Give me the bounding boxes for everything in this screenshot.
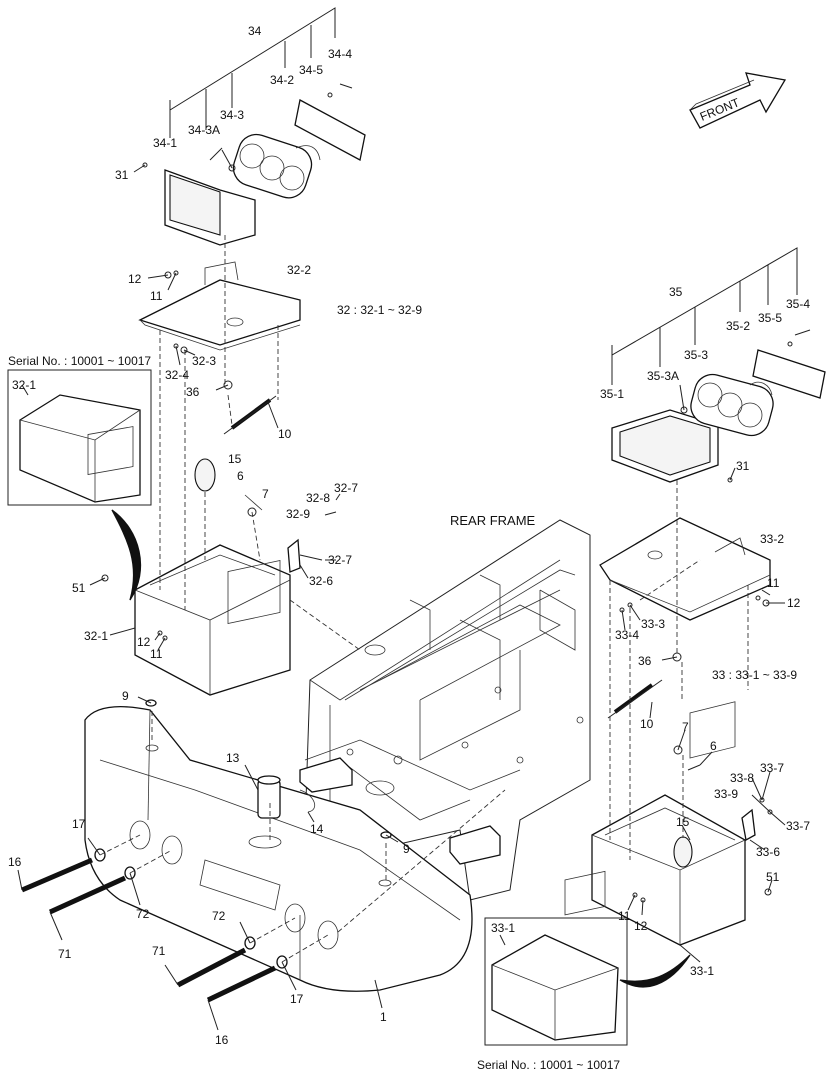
callout-35-3a: 35-3A bbox=[647, 369, 679, 383]
callout-10-left: 10 bbox=[278, 427, 292, 441]
callout-72-upper: 72 bbox=[136, 907, 150, 921]
callout-12-lower-right: 12 bbox=[634, 919, 648, 933]
callout-34-2: 34-2 bbox=[270, 73, 294, 87]
callout-36-right: 36 bbox=[638, 654, 652, 668]
callout-15-right: 15 bbox=[676, 815, 690, 829]
callout-6-right: 6 bbox=[710, 739, 717, 753]
callout-34-4: 34-4 bbox=[328, 47, 352, 61]
callout-32-4: 32-4 bbox=[165, 368, 189, 382]
callout-35: 35 bbox=[669, 285, 683, 299]
callout-7-right: 7 bbox=[682, 720, 689, 734]
leader-lines bbox=[17, 7, 798, 1031]
callout-17-upper: 17 bbox=[72, 817, 86, 831]
callout-71-lower: 71 bbox=[152, 944, 166, 958]
callout-33-7-lower: 33-7 bbox=[786, 819, 810, 833]
callout-11-upper-right: 11 bbox=[767, 576, 780, 590]
callout-11-upper-left: 11 bbox=[150, 289, 163, 303]
callout-31-right: 31 bbox=[736, 459, 750, 473]
callout-34-1: 34-1 bbox=[153, 136, 177, 150]
callout-35-2: 35-2 bbox=[726, 319, 750, 333]
bracket-32-2 bbox=[138, 261, 301, 390]
callout-36-left: 36 bbox=[186, 385, 200, 399]
callout-35-4: 35-4 bbox=[786, 297, 810, 311]
note-32-range: 32 : 32-1 ~ 32-9 bbox=[337, 303, 422, 317]
serial-label-left: Serial No. : 10001 ~ 10017 bbox=[8, 354, 151, 368]
callouts: 34 34-4 34-5 34-2 34-3 34-3A 34-1 31 12 … bbox=[8, 24, 810, 1047]
callout-32-7-upper: 32-7 bbox=[334, 481, 358, 495]
callout-33-4: 33-4 bbox=[615, 628, 639, 642]
callout-33-9: 33-9 bbox=[714, 787, 738, 801]
serial-inset-right: Serial No. : 10001 ~ 10017 bbox=[477, 870, 691, 1072]
callout-34-3a: 34-3A bbox=[188, 123, 220, 137]
callout-33-1-inset: 33-1 bbox=[491, 921, 515, 935]
callout-1: 1 bbox=[380, 1010, 387, 1024]
callout-32-1: 32-1 bbox=[84, 629, 108, 643]
callout-33-1: 33-1 bbox=[690, 964, 714, 978]
callout-35-5: 35-5 bbox=[758, 311, 782, 325]
note-33-range: 33 : 33-1 ~ 33-9 bbox=[712, 668, 797, 682]
callout-33-2: 33-2 bbox=[760, 532, 784, 546]
callout-35-1: 35-1 bbox=[600, 387, 624, 401]
serial-inset-left: Serial No. : 10001 ~ 10017 bbox=[7, 354, 152, 601]
callout-51-right: 51 bbox=[766, 870, 780, 884]
callout-7-left: 7 bbox=[262, 487, 269, 501]
callout-13: 13 bbox=[226, 751, 240, 765]
callout-9-lower: 9 bbox=[403, 842, 410, 856]
callout-34: 34 bbox=[248, 24, 262, 38]
callout-16-upper: 16 bbox=[8, 855, 22, 869]
callout-32-6: 32-6 bbox=[309, 574, 333, 588]
gas-spring-10-right bbox=[607, 679, 663, 719]
callout-33-8: 33-8 bbox=[730, 771, 754, 785]
callout-6-left: 6 bbox=[237, 469, 244, 483]
lamp-assembly-34 bbox=[142, 83, 366, 246]
callout-51-left: 51 bbox=[72, 581, 86, 595]
callout-33-3: 33-3 bbox=[641, 617, 665, 631]
lamp-assembly-35 bbox=[611, 329, 826, 483]
callout-32-9: 32-9 bbox=[286, 507, 310, 521]
serial-label-right: Serial No. : 10001 ~ 10017 bbox=[477, 1058, 620, 1072]
callout-31-left: 31 bbox=[115, 168, 129, 182]
rear-frame: REAR FRAME bbox=[299, 513, 591, 901]
callout-14: 14 bbox=[310, 822, 324, 836]
callout-12-lower-left: 12 bbox=[137, 635, 151, 649]
callout-34-5: 34-5 bbox=[299, 63, 323, 77]
callout-32-2: 32-2 bbox=[287, 263, 311, 277]
callout-33-7-upper: 33-7 bbox=[760, 761, 784, 775]
battery-box-32-1 bbox=[101, 458, 301, 696]
callout-34-3: 34-3 bbox=[220, 108, 244, 122]
callout-10-right: 10 bbox=[640, 717, 654, 731]
callout-32-3: 32-3 bbox=[192, 354, 216, 368]
callout-32-1-inset: 32-1 bbox=[12, 378, 36, 392]
callout-17-lower: 17 bbox=[290, 992, 304, 1006]
callout-15-left: 15 bbox=[228, 452, 242, 466]
callout-32-8: 32-8 bbox=[306, 491, 330, 505]
callout-71-upper: 71 bbox=[58, 947, 72, 961]
callout-12-upper-right: 12 bbox=[787, 596, 801, 610]
callout-72-lower: 72 bbox=[212, 909, 226, 923]
rear-frame-label: REAR FRAME bbox=[450, 513, 536, 528]
callout-12-upper-left: 12 bbox=[128, 272, 142, 286]
callout-16-lower: 16 bbox=[215, 1033, 229, 1047]
callout-32-7-lower: 32-7 bbox=[328, 553, 352, 567]
callout-9-upper: 9 bbox=[122, 689, 129, 703]
callout-33-6: 33-6 bbox=[756, 845, 780, 859]
callout-35-3: 35-3 bbox=[684, 348, 708, 362]
callout-11-lower-right: 11 bbox=[618, 909, 631, 923]
callout-11-lower-left: 11 bbox=[150, 647, 163, 661]
front-arrow: FRONT bbox=[689, 72, 787, 129]
gas-spring-10-left bbox=[223, 395, 277, 435]
